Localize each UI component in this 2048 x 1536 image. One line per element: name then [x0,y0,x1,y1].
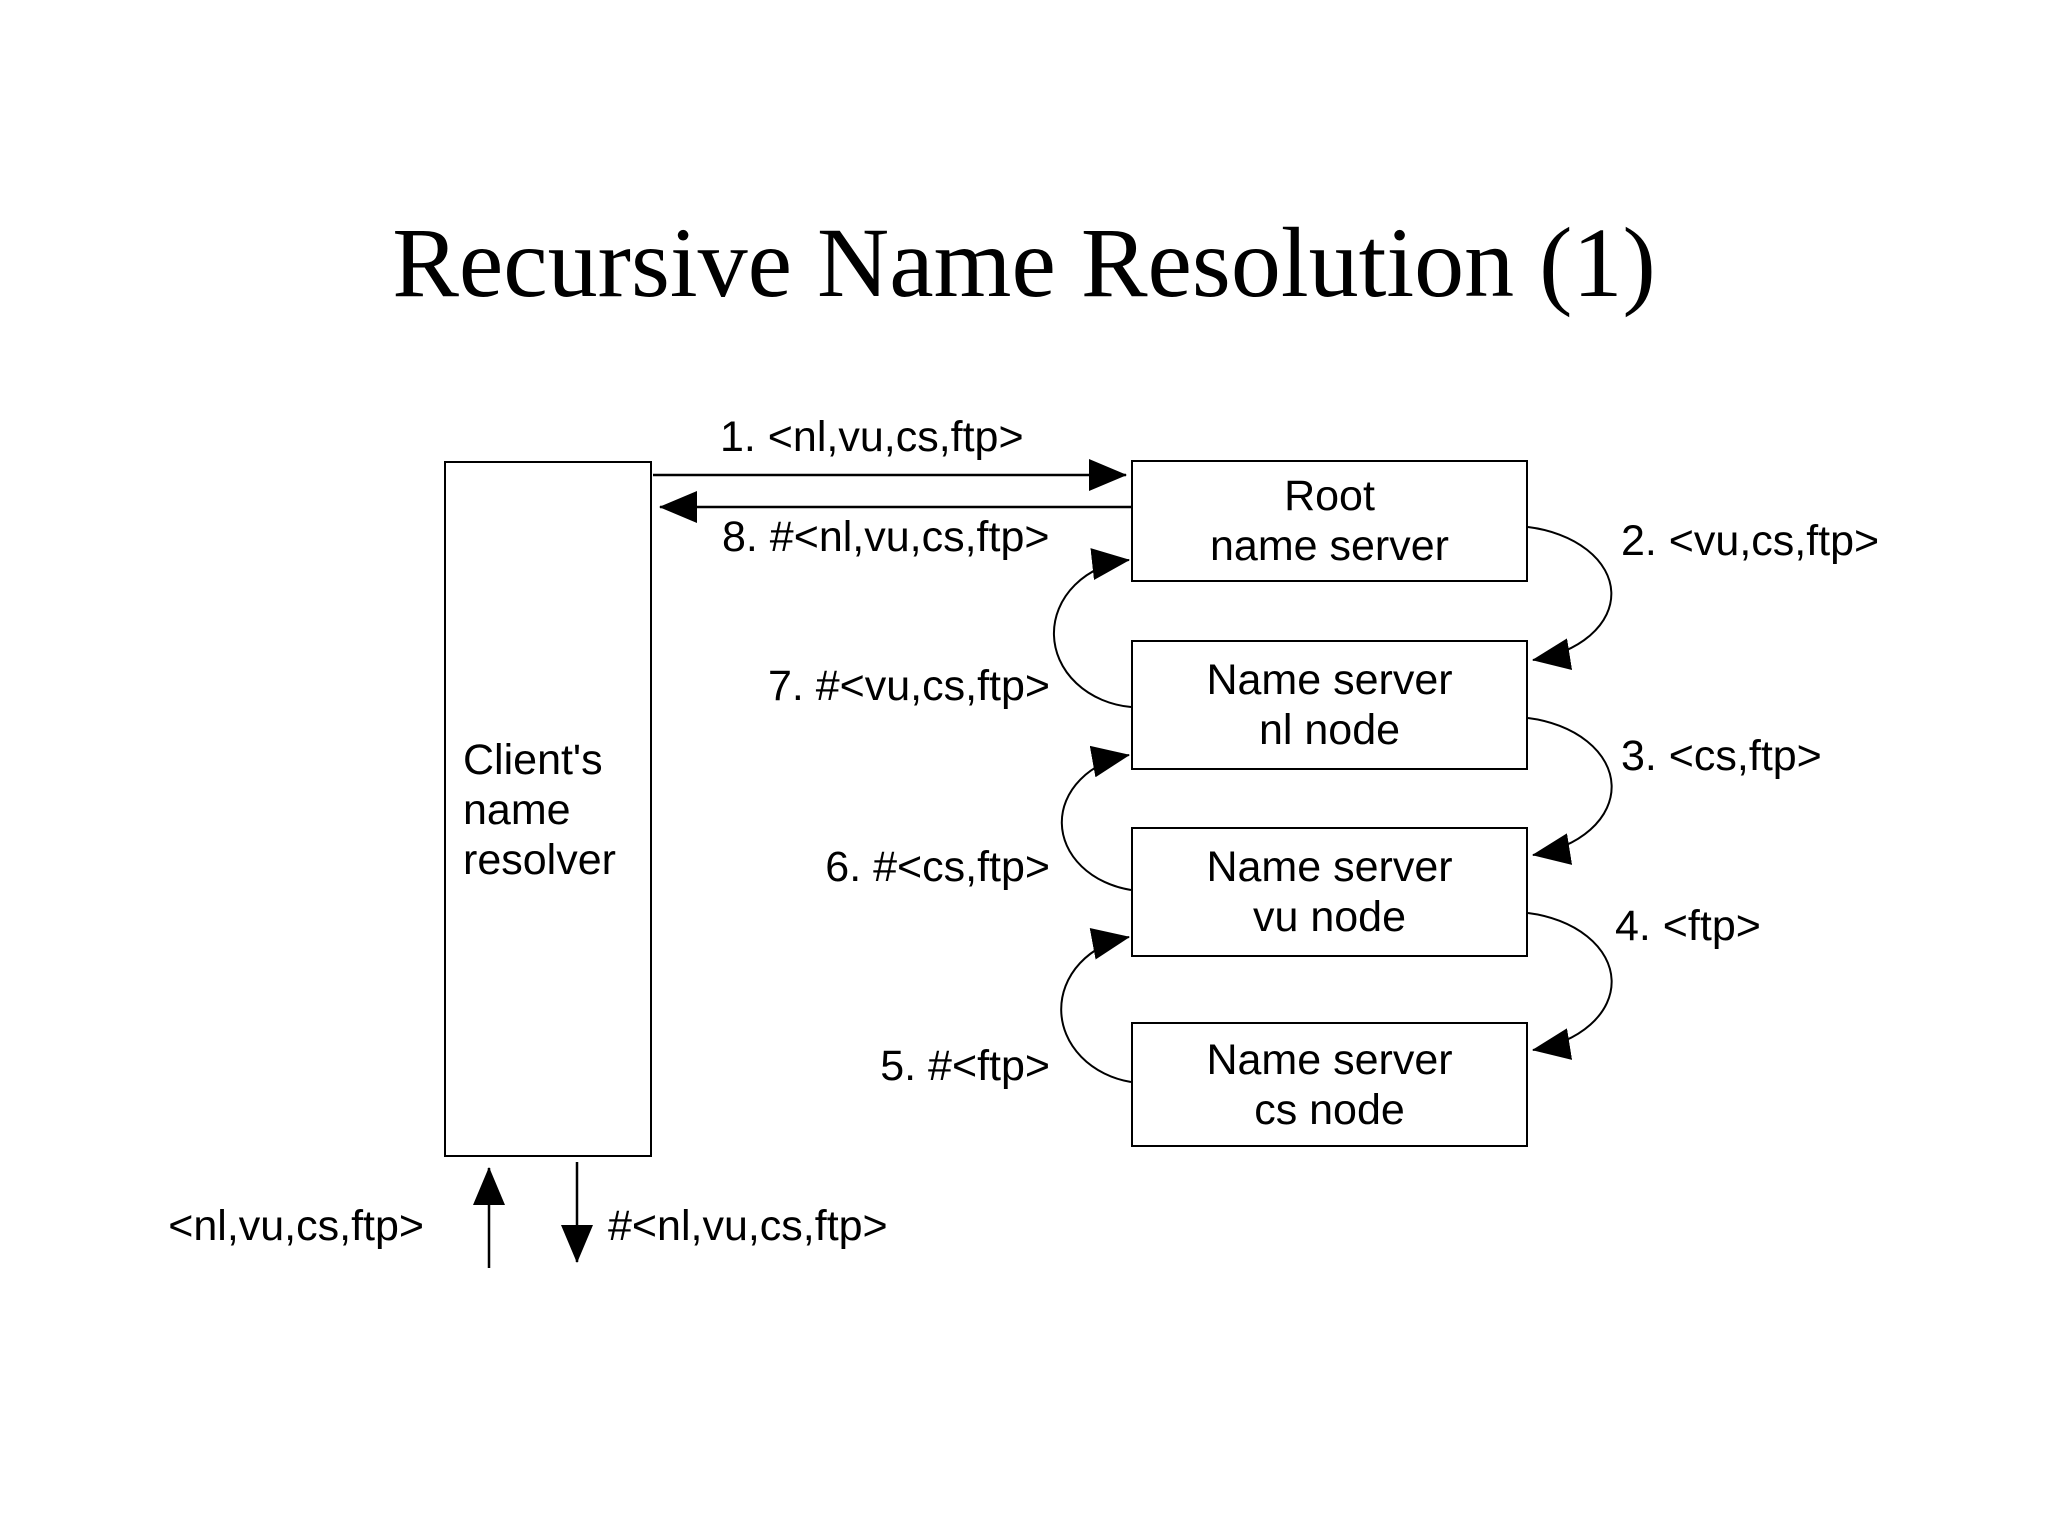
root-server-line2: name server [1210,522,1449,570]
arrow-step4 [1527,912,1613,1060]
label-request-in: <nl,vu,cs,ftp> [168,1202,424,1250]
nl-server-line2: nl node [1258,706,1401,754]
arrow-step3 [1527,717,1613,865]
arrow-step2 [1527,526,1613,670]
label-step7: 7. #<vu,cs,ftp> [767,662,1050,710]
label-step2: 2. <vu,cs,ftp> [1621,517,1880,565]
client-label-line1: Client's [463,736,603,784]
label-step5: 5. #<ftp> [880,1042,1050,1090]
label-response-out: #<nl,vu,cs,ftp> [608,1202,888,1250]
vu-server-line2: vu node [1252,893,1407,941]
vu-name-server-box: Name server vu node [1131,827,1528,957]
arrow-step7 [1052,548,1132,708]
root-name-server-box: Root name server [1131,460,1528,582]
nl-name-server-box: Name server nl node [1131,640,1528,770]
cs-server-line2: cs node [1254,1085,1405,1134]
arrow-step6 [1060,745,1132,891]
client-resolver-label: Client's name resolver [463,735,616,885]
root-server-line1: Root [1284,472,1375,520]
client-label-line3: resolver [463,836,616,884]
client-label-line2: name [463,786,571,834]
label-step4: 4. <ftp> [1615,902,1761,950]
cs-name-server-box: Name server cs node [1131,1022,1528,1147]
client-resolver-box: Client's name resolver [444,461,652,1157]
nl-server-line1: Name server [1206,656,1453,704]
label-step3: 3. <cs,ftp> [1621,732,1822,780]
label-step8: 8. #<nl,vu,cs,ftp> [722,513,1050,561]
label-step6: 6. #<cs,ftp> [825,843,1050,891]
cs-server-line1: Name server [1206,1035,1453,1084]
label-step1: 1. <nl,vu,cs,ftp> [720,413,1024,461]
vu-server-line1: Name server [1206,843,1453,891]
arrow-step5 [1060,928,1132,1083]
slide-title: Recursive Name Resolution (1) [392,207,1656,318]
